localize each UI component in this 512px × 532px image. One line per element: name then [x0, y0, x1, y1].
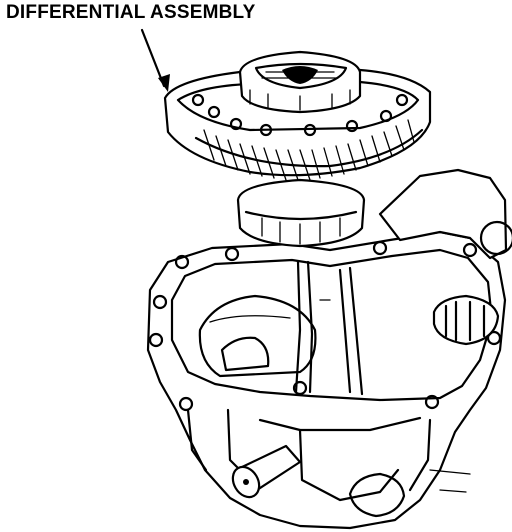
transmission-case [146, 168, 512, 530]
output-shaft [231, 444, 302, 499]
differential-assembly [163, 50, 432, 248]
callout-label-differential-assembly: DIFFERENTIAL ASSEMBLY [6, 2, 256, 23]
flange-bolts [148, 240, 502, 412]
ring-gear-teeth [194, 119, 424, 181]
upper-bearing [238, 50, 362, 114]
shaft-bearing [432, 294, 500, 346]
callout-leader-arrow [140, 28, 170, 92]
lower-bearing [236, 178, 366, 248]
ring-gear-bolts [191, 93, 409, 137]
